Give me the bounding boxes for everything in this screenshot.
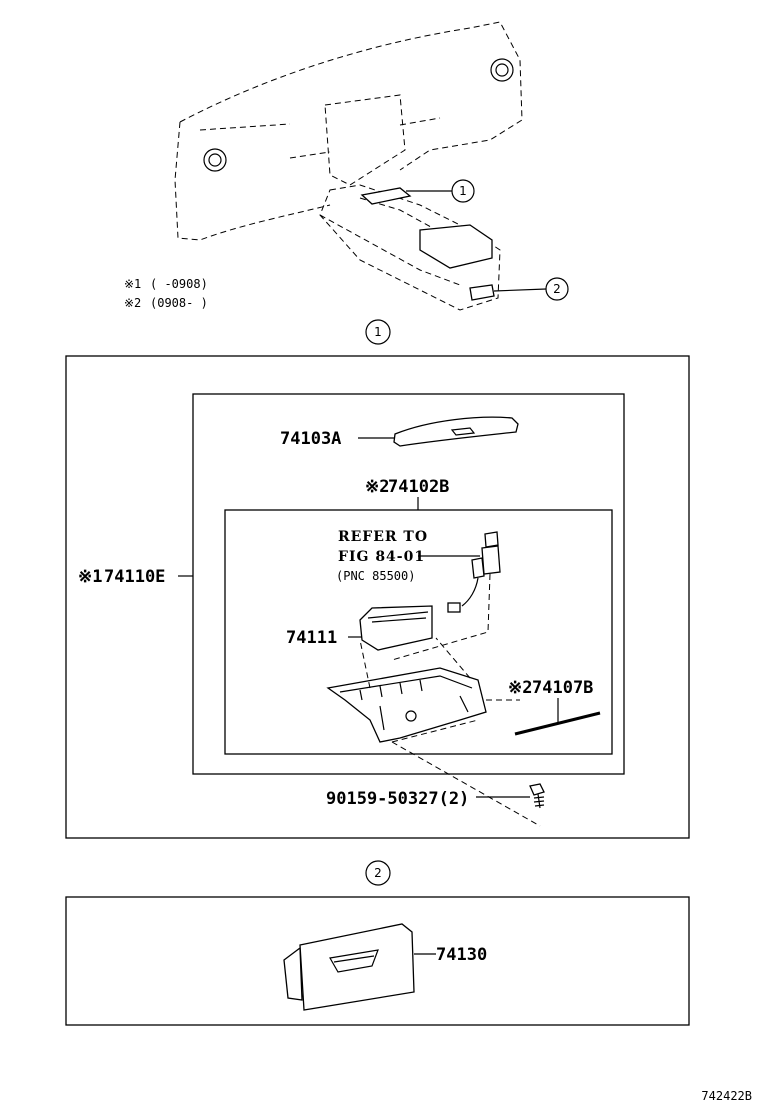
section-1-frame: [65, 355, 690, 839]
part-74110E-label: 74110E: [104, 567, 165, 587]
part-74107B-mark: ※2: [508, 678, 532, 698]
dashboard-overview: [174, 21, 523, 311]
leader-callout-2: [493, 288, 547, 292]
note-1-mark: ※1: [124, 277, 141, 291]
callout-2-top: 2: [553, 282, 561, 296]
section-1-label: 1: [374, 325, 382, 339]
figure-id: 742422B: [701, 1089, 752, 1103]
refer-line-2: FIG 84-01: [338, 549, 425, 565]
note-2-range: (0908- ): [150, 296, 208, 310]
part-74103A-cover: [393, 416, 519, 447]
section-2-circle: [365, 860, 391, 886]
assembly-74110E-frame: [192, 393, 625, 775]
refer-line-1: REFER TO: [338, 529, 428, 545]
part-74130-label: 74130: [436, 945, 487, 965]
shift-lever-part: [391, 531, 501, 661]
part-90159-label: 90159-50327(2): [326, 789, 469, 809]
section-2-frame: [65, 896, 690, 1026]
part-74110E-mark: ※1: [78, 567, 102, 587]
section-2-label: 2: [374, 866, 382, 880]
part-74102B-mark: ※2: [365, 477, 389, 497]
callout-2-circle: [545, 277, 569, 301]
part-74130-box: [283, 923, 415, 1011]
callout-1-top: 1: [459, 184, 467, 198]
callout-1-circle: [451, 179, 475, 203]
part-74107B-label: 74107B: [532, 678, 593, 698]
note-2-mark: ※2: [124, 296, 141, 310]
note-1-range: ( -0908): [150, 277, 208, 291]
part-74102B-label: 74102B: [388, 477, 449, 497]
part-74103A-label: 74103A: [280, 429, 341, 449]
section-1-circle: [365, 319, 391, 345]
part-74111-box: [359, 605, 433, 651]
bolt-part: [391, 741, 545, 827]
part-74107B-strip: [514, 711, 601, 736]
part-74111-label: 74111: [286, 628, 337, 648]
console-bracket-part: [326, 637, 520, 743]
refer-line-3: (PNC 85500): [336, 569, 415, 583]
